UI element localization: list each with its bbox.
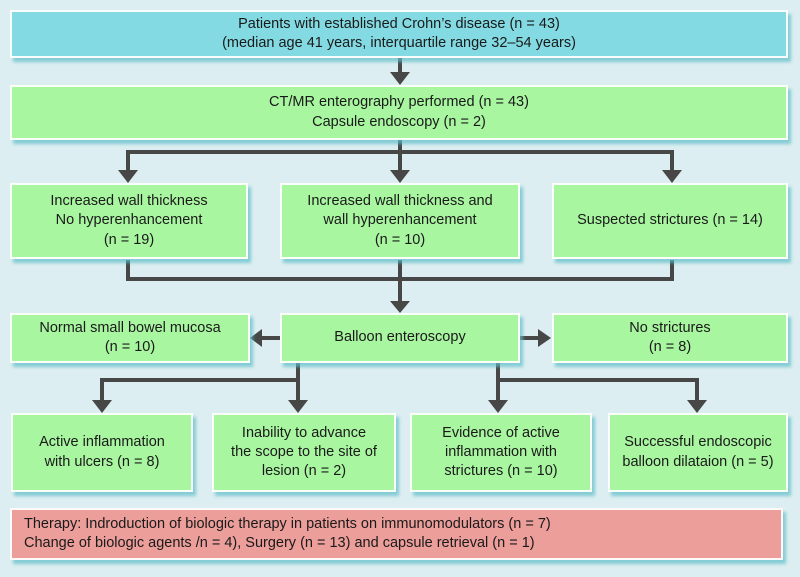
node-inability-to-advance: Inability to advance the scope to the si… xyxy=(212,413,396,492)
node-active-inflammation-ulcers: Active inflammation with ulcers (n = 8) xyxy=(11,413,193,492)
node-suspected-strictures: Suspected strictures (n = 14) xyxy=(552,183,788,259)
node-no-strictures: No strictures (n = 8) xyxy=(552,313,788,363)
arrow-patients-to-imaging xyxy=(390,58,410,85)
node-text: Balloon enteroscopy xyxy=(334,329,466,346)
node-text: wall hyperenhancement xyxy=(323,212,477,229)
node-text: (median age 41 years, interquartile rang… xyxy=(222,35,576,51)
node-text: Suspected strictures (n = 14) xyxy=(577,212,763,229)
node-text: Increased wall thickness and xyxy=(307,193,493,210)
node-increased-wall-thickness: Increased wall thickness No hyperenhance… xyxy=(10,183,248,259)
node-successful-balloon-dilation: Successful endoscopic balloon dilataion … xyxy=(608,413,788,492)
node-text: Therapy: Indroduction of biologic therap… xyxy=(24,515,551,532)
node-text: (n = 10) xyxy=(374,231,426,248)
node-text: Increased wall thickness xyxy=(50,193,208,210)
node-text: Normal small bowel mucosa xyxy=(39,319,221,336)
node-therapy-summary: Therapy: Indroduction of biologic therap… xyxy=(10,508,783,560)
node-text: (n = 8) xyxy=(648,339,692,355)
node-text: (n = 10) xyxy=(104,339,156,355)
node-text: No strictures xyxy=(629,319,711,336)
node-text: strictures (n = 10) xyxy=(444,463,558,480)
node-text: lesion (n = 2) xyxy=(261,463,347,480)
node-text: Patients with established Crohn’s diseas… xyxy=(238,15,560,32)
node-text: Capsule endoscopy (n = 2) xyxy=(312,113,486,130)
node-balloon-enteroscopy: Balloon enteroscopy xyxy=(280,313,520,363)
node-normal-mucosa: Normal small bowel mucosa (n = 10) xyxy=(10,313,250,363)
node-text: CT/MR enterography performed (n = 43) xyxy=(269,94,529,111)
node-text: balloon dilataion (n = 5) xyxy=(622,453,774,470)
node-wall-thickness-hyperenhancement: Increased wall thickness and wall hypere… xyxy=(280,183,520,259)
node-text: (n = 19) xyxy=(103,231,155,248)
connector-balloon-outcomes-left xyxy=(92,363,308,413)
node-patients: Patients with established Crohn’s diseas… xyxy=(10,10,788,58)
node-text: Change of biologic agents /n = 4), Surge… xyxy=(24,535,535,551)
node-text: Successful endoscopic xyxy=(624,434,772,451)
arrow-balloon-to-normal-mucosa xyxy=(250,329,282,347)
node-ct-mr-enterography: CT/MR enterography performed (n = 43) Ca… xyxy=(10,85,788,140)
node-text: the scope to the site of xyxy=(231,443,377,460)
connector-balloon-outcomes-right xyxy=(488,363,707,413)
node-text: No hyperenhancement xyxy=(55,212,203,229)
node-text: Inability to advance xyxy=(241,424,367,441)
connector-imaging-split xyxy=(118,140,682,183)
node-text: with ulcers (n = 8) xyxy=(44,453,160,470)
arrow-balloon-to-no-strictures xyxy=(518,329,551,347)
node-text: inflammation with xyxy=(444,443,557,460)
node-evidence-inflammation-strictures: Evidence of active inflammation with str… xyxy=(410,413,592,492)
node-text: Active inflammation xyxy=(39,434,165,451)
connector-findings-merge xyxy=(126,260,674,313)
node-text: Evidence of active xyxy=(442,424,560,441)
